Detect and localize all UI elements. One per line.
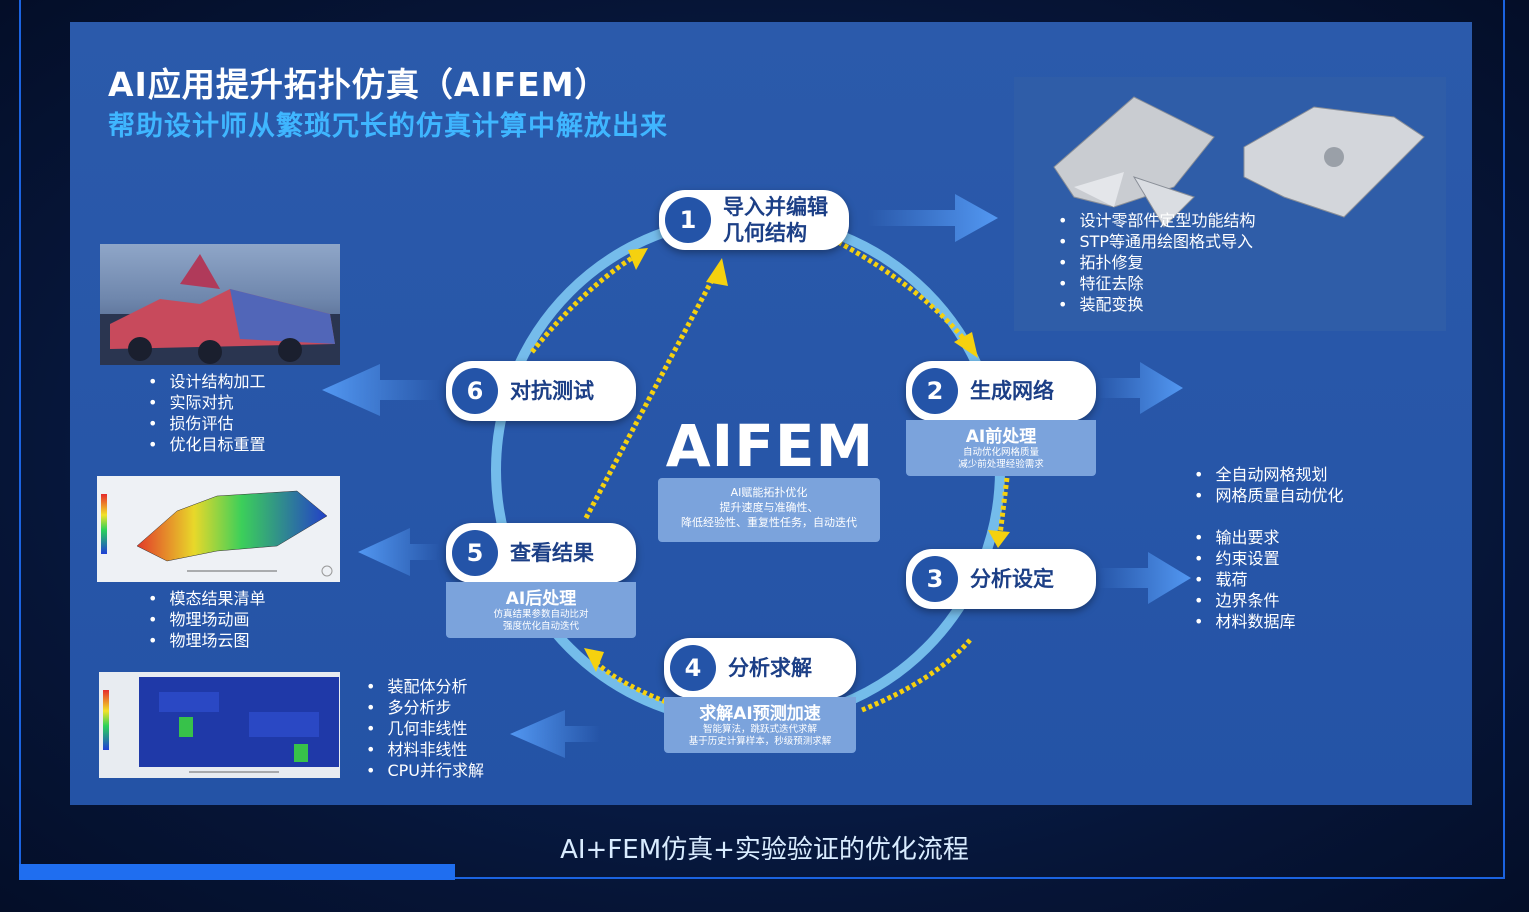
- center-title: AIFEM: [665, 412, 875, 480]
- bullet-item: 材料非线性: [366, 739, 484, 760]
- sub-line: 智能算法，跳跃式迭代求解: [702, 724, 817, 735]
- center-desc-line: 降低经验性、重复性任务，自动迭代: [681, 516, 857, 529]
- step-label: 查看结果: [510, 541, 594, 565]
- bullet-item: 边界条件: [1194, 590, 1295, 611]
- bullet-item: CPU并行求解: [366, 760, 484, 781]
- solve-bullet-list: 装配体分析多分析步几何非线性材料非线性CPU并行求解: [366, 676, 484, 781]
- bullet-item: 装配体分析: [366, 676, 484, 697]
- step-3-analysis-setup[interactable]: 3 分析设定: [906, 549, 1096, 609]
- bullet-item: 特征去除: [1058, 273, 1255, 294]
- results-bullet-list: 模态结果清单物理场动画物理场云图: [148, 588, 265, 651]
- step-label-line: 导入并编辑: [723, 195, 828, 219]
- step-label: 对抗测试: [510, 379, 594, 403]
- step-number: 6: [452, 368, 498, 414]
- sub-title: AI前处理: [965, 427, 1037, 447]
- step-2-generate-mesh[interactable]: 2 生成网络: [906, 361, 1096, 421]
- solver-mesh-screenshot: [99, 672, 340, 778]
- step-4-solve[interactable]: 4 分析求解: [664, 638, 856, 698]
- bullet-item: 物理场云图: [148, 630, 265, 651]
- bullet-item: 损伤评估: [148, 413, 265, 434]
- page-title: AI应用提升拓扑仿真（AIFEM）: [108, 65, 609, 104]
- step-5-view-results[interactable]: 5 查看结果: [446, 523, 636, 583]
- bullet-item: 输出要求: [1194, 527, 1295, 548]
- mesh-bullet-list: 全自动网格规划网格质量自动优化: [1194, 464, 1343, 506]
- combat-robot-photo: [100, 244, 340, 365]
- step-6-field-test[interactable]: 6 对抗测试: [446, 361, 636, 421]
- sub-line: 仿真结果参数自动比对: [493, 609, 589, 620]
- frame-accent-bar: [19, 864, 455, 880]
- sub-title: 求解AI预测加速: [699, 704, 821, 724]
- bullet-item: STP等通用绘图格式导入: [1058, 231, 1255, 252]
- step-4-ai-solve-box: 求解AI预测加速 智能算法，跳跃式迭代求解 基于历史计算样本，秒级预测求解: [664, 697, 856, 753]
- sub-line: 强度优化自动迭代: [502, 621, 579, 632]
- bullet-item: 设计零部件定型功能结构: [1058, 210, 1255, 231]
- step-number: 4: [670, 645, 716, 691]
- center-description-box: AI赋能拓扑优化 提升速度与准确性、 降低经验性、重复性任务，自动迭代: [658, 478, 880, 542]
- step-label: 分析求解: [728, 656, 812, 680]
- setup-bullet-list: 输出要求约束设置载荷边界条件材料数据库: [1194, 527, 1295, 632]
- step-number: 5: [452, 530, 498, 576]
- bullet-item: 设计结构加工: [148, 371, 265, 392]
- bullet-item: 模态结果清单: [148, 588, 265, 609]
- step-2-ai-preprocess-box: AI前处理 自动优化网格质量 减少前处理经验需求: [906, 420, 1096, 476]
- bullet-item: 约束设置: [1194, 548, 1295, 569]
- sub-title: AI后处理: [505, 589, 577, 609]
- center-desc-line: AI赋能拓扑优化: [730, 486, 808, 499]
- step-number: 2: [912, 368, 958, 414]
- bullet-item: 材料数据库: [1194, 611, 1295, 632]
- center-desc-line: 提升速度与准确性、: [719, 501, 819, 514]
- bullet-item: 装配变换: [1058, 294, 1255, 315]
- import-bullet-list: 设计零部件定型功能结构STP等通用绘图格式导入拓扑修复特征去除装配变换: [1058, 210, 1255, 315]
- step-label-line: 几何结构: [723, 221, 807, 245]
- outer-frame: [19, 0, 1505, 879]
- bullet-item: 优化目标重置: [148, 434, 265, 455]
- step-1-import-geometry[interactable]: 1 导入并编辑 几何结构: [659, 190, 849, 250]
- bullet-item: 实际对抗: [148, 392, 265, 413]
- step-number: 1: [665, 197, 711, 243]
- result-contour-screenshot: [97, 476, 340, 582]
- sub-line: 减少前处理经验需求: [958, 459, 1044, 470]
- bullet-item: 几何非线性: [366, 718, 484, 739]
- bullet-item: 物理场动画: [148, 609, 265, 630]
- bullet-item: 载荷: [1194, 569, 1295, 590]
- bullet-item: 多分析步: [366, 697, 484, 718]
- sub-line: 自动优化网格质量: [962, 447, 1039, 458]
- sub-line: 基于历史计算样本，秒级预测求解: [688, 736, 832, 747]
- test-bullet-list: 设计结构加工实际对抗损伤评估优化目标重置: [148, 371, 265, 455]
- step-label: 生成网络: [970, 379, 1054, 403]
- bullet-item: 拓扑修复: [1058, 252, 1255, 273]
- step-5-ai-postprocess-box: AI后处理 仿真结果参数自动比对 强度优化自动迭代: [446, 582, 636, 638]
- step-label: 分析设定: [970, 567, 1054, 591]
- bullet-item: 全自动网格规划: [1194, 464, 1343, 485]
- step-label: 导入并编辑 几何结构: [723, 194, 828, 246]
- bullet-item: 网格质量自动优化: [1194, 485, 1343, 506]
- footer-caption: AI+FEM仿真+实验验证的优化流程: [560, 835, 969, 865]
- step-number: 3: [912, 556, 958, 602]
- page-subtitle: 帮助设计师从繁琐冗长的仿真计算中解放出来: [108, 111, 668, 142]
